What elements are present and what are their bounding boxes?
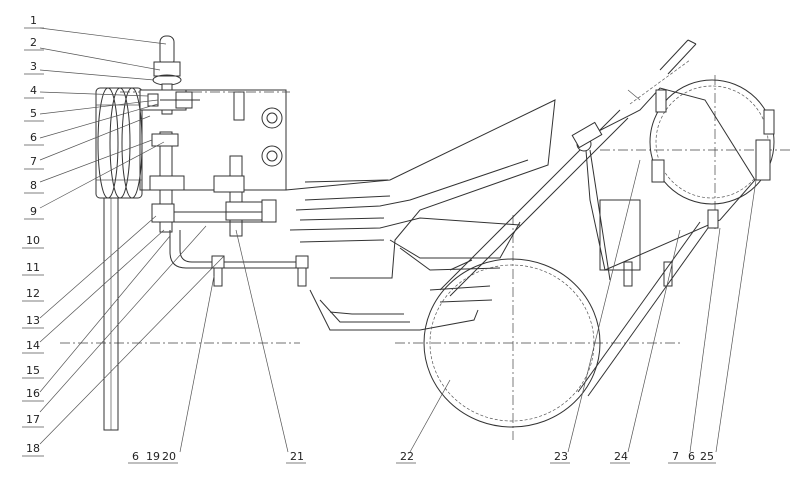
top-right-bolt (627, 39, 697, 105)
right-wheel (649, 79, 775, 229)
callout-10: 10 (26, 234, 40, 247)
callout-b-20: 20 (162, 450, 176, 463)
pulley-sheaves (95, 87, 143, 199)
callout-11: 11 (26, 261, 40, 274)
middle-bracket (174, 155, 277, 237)
callout-9: 9 (30, 205, 37, 218)
belt (439, 109, 709, 397)
callout-3: 3 (30, 60, 37, 73)
belt-guard (285, 99, 556, 331)
callout-15: 15 (26, 364, 40, 377)
callout-12: 12 (26, 287, 40, 300)
nut-group-upper (139, 89, 200, 111)
callout-b-24: 24 (614, 450, 628, 463)
callout-18: 18 (26, 442, 40, 455)
motor-plate (120, 89, 290, 191)
callout-13: 13 (26, 314, 40, 327)
tensioner-frame (571, 87, 756, 287)
callout-b-19: 19 (146, 450, 160, 463)
plate-bolts (261, 107, 283, 167)
callout-b-6: 6 (132, 450, 139, 463)
callout-b-21: 21 (290, 450, 304, 463)
callout-b-6b: 6 (688, 450, 695, 463)
callout-2: 2 (30, 36, 37, 49)
large-pulley (423, 258, 601, 428)
vertical-link (149, 131, 185, 233)
bottom-callout-labels: 6 19 20 21 22 23 24 7 6 25 (128, 450, 716, 464)
callout-14: 14 (26, 339, 40, 352)
callout-6: 6 (30, 131, 37, 144)
callout-b-7: 7 (672, 450, 679, 463)
left-leader-lines (39, 27, 225, 445)
callout-5: 5 (30, 107, 37, 120)
callout-17: 17 (26, 413, 40, 426)
callout-16: 16 (26, 387, 40, 400)
callout-8: 8 (30, 179, 37, 192)
bottom-leader-lines (179, 159, 757, 453)
lower-rod (169, 230, 309, 287)
callout-7: 7 (30, 155, 37, 168)
left-callout-labels: 1 2 3 4 5 6 7 8 9 10 11 12 13 14 15 16 1… (22, 14, 44, 457)
callout-b-22: 22 (400, 450, 414, 463)
callout-4: 4 (30, 84, 37, 97)
callout-b-23: 23 (554, 450, 568, 463)
callout-b-25: 25 (700, 450, 714, 463)
callout-1: 1 (30, 14, 37, 27)
